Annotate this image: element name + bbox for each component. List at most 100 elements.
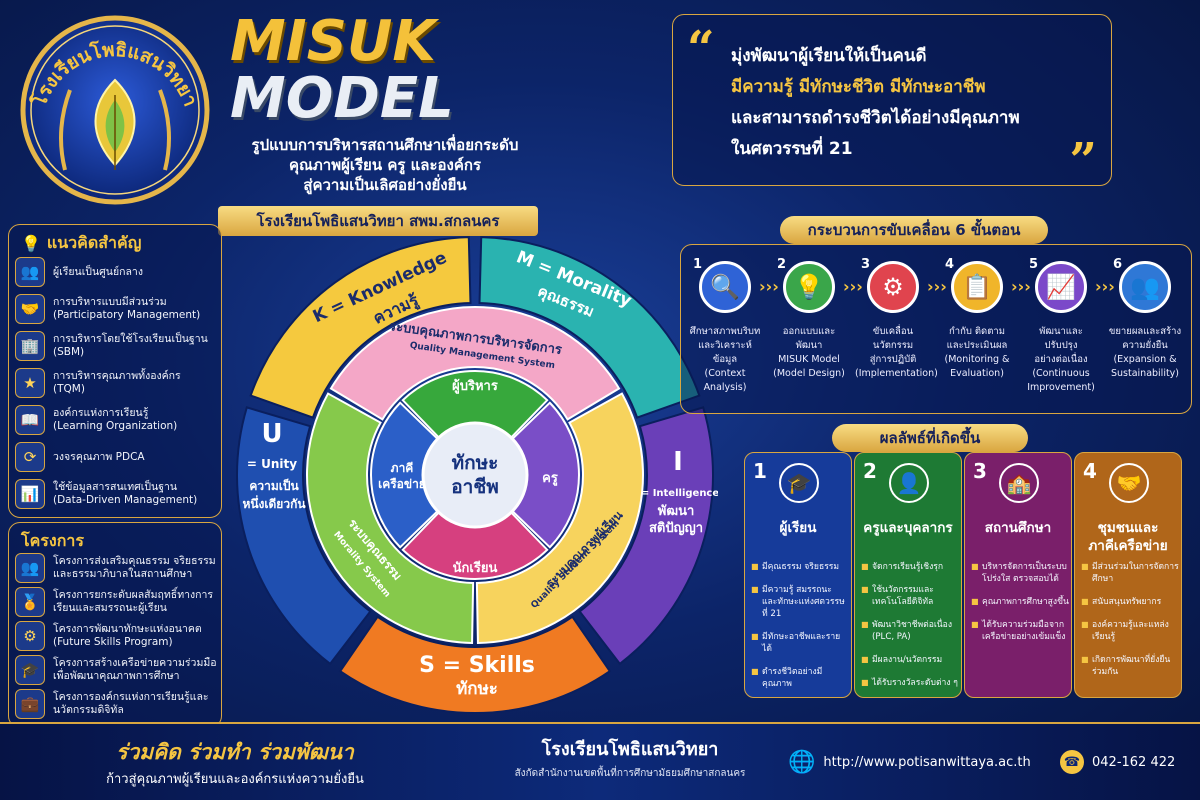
briefcase-icon: 💼 [15,689,45,719]
inner-label-admin: ผู้บริหาร [452,378,498,394]
project-item: 🏅 โครงการยกระดับผลสัมฤทธิ์ทางการเรียนและส… [15,587,220,617]
concept-item-text: การบริหารแบบมีส่วนร่วม(Participatory Man… [53,296,201,321]
process-step: 5 📈 พัฒนาและปรับปรุงอย่างต่อเนื่อง (Cont… [1023,257,1099,395]
concept-item: 🏢การบริหารโดยใช้โรงเรียนเป็นฐาน(SBM) [15,331,220,361]
outer-label-u: U [261,419,282,449]
card-title: ผู้เรียน [779,520,817,536]
project-item-text: โครงการองค์กรแห่งการเรียนรู้และนวัตกรรมด… [53,691,209,716]
process-step: 4 📋 กำกับ ติดตามและประเมินผล (Monitoring… [939,257,1015,381]
outer-label-s: S = Skills [419,653,535,678]
concept-item: ★การบริหารคุณภาพทั้งองค์กร(TQM) [15,368,220,398]
card-number: 2 [863,459,877,483]
quote-line: มีความรู้ มีทักษะชีวิต มีทักษะอาชีพ [731,77,986,97]
model-title: MISUK MODEL [230,14,540,128]
school-icon: 🏫 [999,463,1039,503]
medal-icon: 🏅 [15,587,45,617]
title-line2: MODEL [230,66,454,131]
middle-segment [475,392,644,644]
clipboard-icon: 📋 [951,261,1003,313]
outer-label-i-sub: = Intelligence [641,488,718,499]
concept-item-text: การบริหารคุณภาพทั้งองค์กร(TQM) [53,370,181,395]
project-item-text: โครงการพัฒนาทักษะแห่งอนาคต(Future Skills… [53,623,202,648]
middle-segment [306,392,475,644]
gear-icon: ⚙ [15,621,45,651]
card-number: 3 [973,459,987,483]
outer-label-i-thai2: สติปัญญา [649,521,703,536]
outer-label-u-thai2: หนึ่งเดียวกัน [242,495,306,511]
result-item: มีความรู้ สมรรถนะ และทักษะแห่งศตวรรษที่ … [751,584,849,620]
globe-icon: 🌐 [788,750,816,775]
subtitle-line: สู่ความเป็นเลิศอย่างยั่งยืน [303,176,467,194]
phone-number: 042-162 422 [1092,754,1176,770]
concepts-panel: 💡แนวคิดสำคัญ 👥ผู้เรียนเป็นศูนย์กลาง🤝การบ… [8,224,222,518]
concept-item-text: การบริหารโดยใช้โรงเรียนเป็นฐาน(SBM) [53,333,208,358]
result-item: สนับสนุนทรัพยากร [1081,596,1179,608]
inner-label-teacher: ครู [542,471,558,486]
process-panel: 1 🔍 ศึกษาสภาพบริบทและวิเคราะห์ข้อมูล (Co… [680,244,1192,414]
result-item: องค์ความรู้และแหล่งเรียนรู้ [1081,619,1179,643]
process-step: 1 🔍 ศึกษาสภาพบริบทและวิเคราะห์ข้อมูล (Co… [687,257,763,395]
card-title: สถานศึกษา [984,520,1052,536]
projects-title: โครงการ [21,531,84,550]
step-number: 6 [1113,257,1123,272]
subtitle-line: รูปแบบการบริหารสถานศึกษาเพื่อยกระดับ [251,136,519,154]
result-item: คุณภาพการศึกษาสูงขึ้น [971,596,1069,608]
graduation-cap-icon: 🎓 [15,655,45,685]
project-item-text: โครงการยกระดับผลสัมฤทธิ์ทางการเรียนและสม… [53,589,214,614]
result-card: 2 👤 ครูและบุคลากร จัดการเรียนรู้เชิงรุกใ… [854,452,962,698]
process-step: 3 ⚙ ขับเคลื่อนนวัตกรรมสู่การปฏิบัติ (Imp… [855,257,938,381]
concept-item: 👥ผู้เรียนเป็นศูนย์กลาง [15,257,220,287]
gear-icon: ⚙ [867,261,919,313]
footer-website[interactable]: 🌐 http://www.potisanwittaya.ac.th [788,750,1031,775]
result-item: จัดการเรียนรู้เชิงรุก [861,561,959,573]
inner-label-network: ภาคี [391,461,414,475]
handshake-icon: 🤝 [15,294,45,324]
footer-slogan-sub: ก้าวสู่คุณภาพผู้เรียนและองค์กรแห่งความยั… [106,772,364,787]
card-title: ครูและบุคลากร [863,520,953,536]
step-number: 2 [777,257,787,272]
result-item: มีส่วนร่วมในการจัดการศึกษา [1081,561,1179,585]
result-card: 1 🎓 ผู้เรียน มีคุณธรรม จริยธรรมมีความรู้… [744,452,852,698]
project-item-text: โครงการสร้างเครือข่ายความร่วมมือเพื่อพัฒ… [53,657,217,682]
result-item: มีทักษะอาชีพและรายได้ [751,631,849,655]
lightbulb-icon: 💡 [21,234,41,253]
phone-icon: ☎ [1060,750,1084,774]
outer-label-i: I [673,447,683,477]
result-item: มีผลงาน/นวัตกรรม [861,654,959,666]
footer-slogan: ร่วมคิด ร่วมทำ ร่วมพัฒนา [116,740,354,764]
outer-label-i-thai: พัฒนา [658,504,695,519]
process-title: กระบวนการขับเคลื่อน 6 ขั้นตอน [780,216,1048,244]
step-number: 5 [1029,257,1039,272]
step-number: 3 [861,257,871,272]
step-text: ขยายผลและสร้างความยั่งยืน (Expansion &Su… [1108,326,1182,379]
result-item: ใช้นวัตกรรมและเทคโนโลยีดิจิทัล [861,584,959,608]
quote-line: มุ่งพัฒนาผู้เรียนให้เป็นคนดี [731,46,927,66]
concept-item-text: ผู้เรียนเป็นศูนย์กลาง [53,265,143,278]
handshake-icon: 🤝 [1109,463,1149,503]
step-text: ขับเคลื่อนนวัตกรรมสู่การปฏิบัติ (Impleme… [855,326,938,379]
result-item: มีคุณธรรม จริยธรรม [751,561,849,573]
network-icon: 👥 [1119,261,1171,313]
inner-label-network2: เครือข่าย [378,477,426,491]
result-item: ได้รับความร่วมมือจาก เครือข่ายอย่างเข้มแ… [971,619,1069,643]
step-text: ศึกษาสภาพบริบทและวิเคราะห์ข้อมูล (Contex… [689,326,761,393]
footer-phone: ☎ 042-162 422 [1060,750,1175,774]
quote-line: ในศตวรรษที่ 21 [731,139,853,159]
process-step: 6 👥 ขยายผลและสร้างความยั่งยืน (Expansion… [1107,257,1183,381]
people-icon: 👥 [15,553,45,583]
outer-label-s-thai: ทักษะ [456,679,498,699]
wheel-center [421,421,529,529]
outer-segment-s [338,615,612,714]
concept-item-text: ใช้ข้อมูลสารสนเทศเป็นฐาน(Data-Driven Man… [53,481,198,506]
card-items: มีคุณธรรม จริยธรรมมีความรู้ สมรรถนะ และท… [751,561,849,697]
outer-segment-u [236,406,372,666]
step-number: 4 [945,257,955,272]
footer-affiliation: สังกัดสำนักงานเขตพื้นที่การศึกษามัธยมศึก… [514,768,746,779]
magnifier-icon: 🔍 [699,261,751,313]
website-url[interactable]: http://www.potisanwittaya.ac.th [823,755,1031,770]
project-item: 🎓 โครงการสร้างเครือข่ายความร่วมมือเพื่อพั… [15,655,220,685]
result-item: ได้รับรางวัลระดับต่าง ๆ [861,677,959,689]
concept-item-text: วงจรคุณภาพ PDCA [53,450,145,463]
